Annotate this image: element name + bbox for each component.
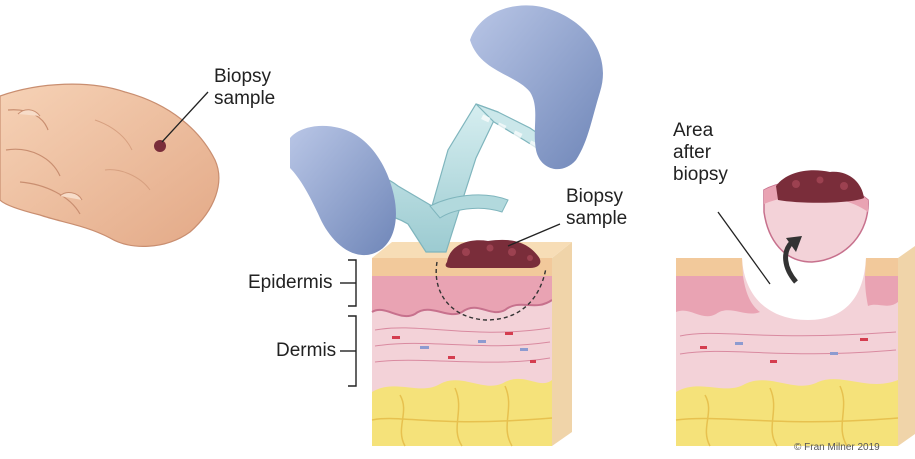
removed-sample [764,170,868,262]
hand-sample-label: Biopsy sample [214,66,275,110]
tool-sample-label: Biopsy sample [566,186,627,230]
hand-lesion [154,140,166,152]
layer-brackets [340,260,356,386]
hand-illustration [0,84,219,246]
epidermis-label: Epidermis [248,272,332,294]
skin-cross-section-main [372,242,572,446]
copyright-credit: © Fran Milner 2019 [794,442,880,453]
dermis-label: Dermis [276,340,336,362]
after-biopsy-label: Area after biopsy [673,120,728,186]
skin-cross-section-after [676,246,915,446]
